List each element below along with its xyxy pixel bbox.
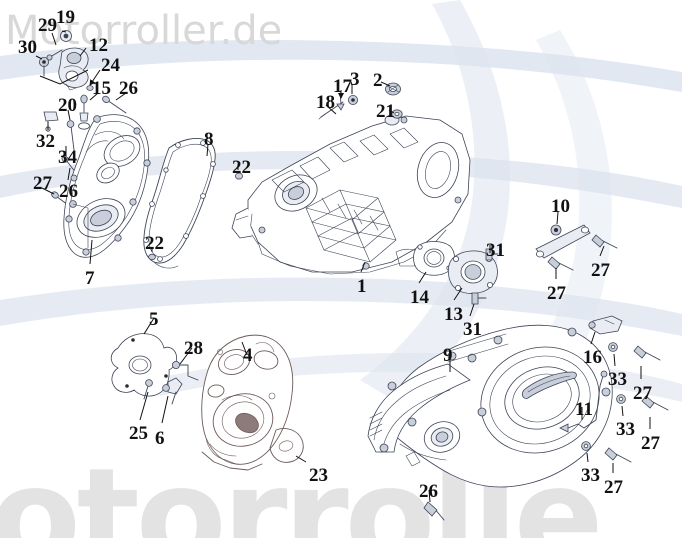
part-33-grommet-a <box>608 342 618 352</box>
callout-number-5[interactable]: 5 <box>149 309 159 330</box>
part-10-bracket <box>535 224 591 259</box>
callout-number-1[interactable]: 1 <box>357 276 367 297</box>
callout-number-27[interactable]: 27 <box>604 477 623 498</box>
callout-number-7[interactable]: 7 <box>85 268 95 289</box>
callout-number-27[interactable]: 27 <box>591 260 610 281</box>
part-22-dowel-pin-a <box>234 172 243 180</box>
part-20-stud <box>66 120 75 151</box>
callout-number-31[interactable]: 31 <box>463 319 482 340</box>
callout-number-34[interactable]: 34 <box>58 147 77 168</box>
part-9-cvt-cover <box>367 324 613 488</box>
part-25-bolt <box>143 379 153 400</box>
callout-number-22[interactable]: 22 <box>232 157 251 178</box>
callout-number-20[interactable]: 20 <box>58 95 77 116</box>
callout-number-21[interactable]: 21 <box>376 101 395 122</box>
callout-number-4[interactable]: 4 <box>243 345 253 366</box>
part-15-valve <box>78 94 90 130</box>
callout-number-9[interactable]: 9 <box>443 345 453 366</box>
callout-number-26[interactable]: 26 <box>419 481 438 502</box>
part-27-bolt-b <box>547 256 574 271</box>
part-8-crankcase-gasket <box>143 137 216 269</box>
callout-number-2[interactable]: 2 <box>373 70 383 91</box>
part-19-cap <box>60 30 72 42</box>
part-1-crankcase <box>231 114 471 275</box>
callout-number-27[interactable]: 27 <box>633 383 652 404</box>
callout-number-16[interactable]: 16 <box>583 347 602 368</box>
part-5-pump-gasket <box>110 333 177 397</box>
callout-number-6[interactable]: 6 <box>155 428 165 449</box>
part-11-cable <box>559 370 608 433</box>
callout-number-10[interactable]: 10 <box>551 196 570 217</box>
callout-number-8[interactable]: 8 <box>204 129 214 150</box>
part-26-bolt-bottom <box>423 501 445 521</box>
part-27-bolt-a <box>591 234 618 249</box>
part-33-grommet-c <box>581 441 591 451</box>
callout-number-33[interactable]: 33 <box>608 369 627 390</box>
callout-number-27[interactable]: 27 <box>641 433 660 454</box>
part-26-bolt-top <box>102 95 127 114</box>
callout-number-33[interactable]: 33 <box>616 419 635 440</box>
part-12-housing <box>58 47 89 91</box>
callout-number-25[interactable]: 25 <box>129 423 148 444</box>
callout-number-30[interactable]: 30 <box>18 37 37 58</box>
part-6-impeller-fitting <box>162 377 183 405</box>
part-7-crankcase-cover <box>63 114 151 258</box>
callout-number-32[interactable]: 32 <box>36 131 55 152</box>
part-21-oil-seal <box>391 109 403 119</box>
callout-number-18[interactable]: 18 <box>316 92 335 113</box>
callout-number-11[interactable]: 11 <box>575 399 593 420</box>
part-22-dowel-pin-b <box>148 253 156 261</box>
callout-number-23[interactable]: 23 <box>309 465 328 486</box>
part-33-grommet-b <box>616 394 626 404</box>
callout-number-14[interactable]: 14 <box>410 287 429 308</box>
part-3-nut <box>347 95 358 106</box>
part-31-bolt-b <box>471 292 487 305</box>
part-30-bolt <box>39 57 50 77</box>
part-13-intake-flange <box>447 250 498 294</box>
callout-number-12[interactable]: 12 <box>89 35 108 56</box>
part-27-bolt-c <box>633 345 661 361</box>
callout-number-27[interactable]: 27 <box>547 283 566 304</box>
callout-number-3[interactable]: 3 <box>350 69 360 90</box>
part-27-bolt-d <box>641 395 669 411</box>
part-32-sensor <box>43 111 59 132</box>
callout-number-33[interactable]: 33 <box>581 465 600 486</box>
callout-number-26[interactable]: 26 <box>119 78 138 99</box>
callout-number-15[interactable]: 15 <box>92 78 111 99</box>
callout-number-24[interactable]: 24 <box>101 55 120 76</box>
callout-number-22[interactable]: 22 <box>145 233 164 254</box>
part-16-cable-guide <box>588 315 623 335</box>
callout-number-27[interactable]: 27 <box>33 173 52 194</box>
callout-number-17[interactable]: 17 <box>333 76 352 97</box>
callout-number-29[interactable]: 29 <box>38 15 57 36</box>
part-29-pin <box>46 49 63 61</box>
callout-number-13[interactable]: 13 <box>444 304 463 325</box>
part-27-bolt-e <box>604 447 632 463</box>
callout-number-26[interactable]: 26 <box>59 181 78 202</box>
callout-number-19[interactable]: 19 <box>56 7 75 28</box>
part-28-dowel <box>171 360 199 381</box>
part-4-water-pump <box>201 334 304 471</box>
leader-lines <box>35 30 651 503</box>
callout-number-28[interactable]: 28 <box>184 338 203 359</box>
callout-number-31[interactable]: 31 <box>486 240 505 261</box>
